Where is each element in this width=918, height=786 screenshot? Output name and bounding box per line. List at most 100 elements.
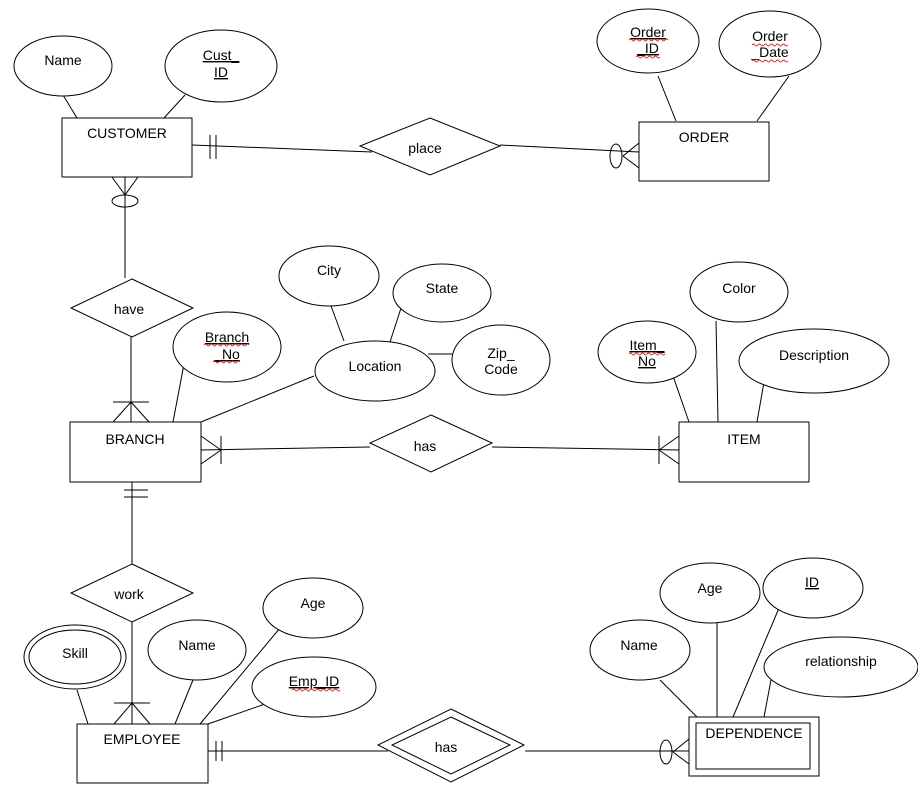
entity-branch[interactable]: BRANCH (69, 421, 202, 483)
attribute-city-label: City (317, 262, 341, 278)
edge-branch-branchno (172, 363, 185, 423)
entity-customer[interactable]: CUSTOMER (61, 117, 193, 178)
cardinality-zero-many-order (609, 142, 640, 169)
entity-employee-label: EMPLOYEE (103, 731, 180, 747)
cardinality-marks (111, 135, 690, 765)
edge-item-color (715, 320, 719, 423)
cardinality-zero-many-dependence (659, 738, 690, 765)
edge-employee-skill (76, 689, 89, 725)
edge-item-description (756, 381, 765, 423)
entity-dependence-label: DEPENDENCE (705, 725, 802, 741)
attribute-relationship-label: relationship (805, 653, 877, 669)
edge-item-itemno (671, 372, 690, 423)
cardinality-one-many-item (658, 435, 680, 465)
attribute-employee-age-label: Age (301, 595, 326, 611)
edge-has-item (491, 446, 680, 451)
attribute-branch-no[interactable]: Branch _No (172, 311, 282, 383)
attribute-employee-name-label: Name (178, 637, 216, 653)
attribute-description[interactable]: Description (738, 328, 890, 394)
attribute-city[interactable]: City (278, 245, 380, 307)
connectors (62, 75, 790, 752)
attribute-order-date[interactable]: Order _Date (718, 10, 822, 78)
cardinality-one-many-employee (113, 702, 151, 725)
edge-dependence-relationship (763, 679, 772, 718)
attribute-color-label: Color (722, 280, 756, 296)
edge-customer-name (62, 94, 78, 119)
attribute-order-id-label-1: Order (630, 24, 666, 40)
entity-order[interactable]: ORDER (638, 121, 770, 182)
attribute-zip-code-label-2: Code (484, 361, 518, 377)
edge-dependence-id (732, 607, 780, 718)
edge-branch-has (200, 446, 371, 451)
cardinality-one-employee-has (215, 741, 223, 761)
cardinality-one-customer-place (209, 135, 217, 159)
attribute-state-label: State (426, 280, 459, 296)
attribute-order-id-label-2: _ID (636, 40, 659, 56)
attribute-relationship[interactable]: relationship (763, 636, 918, 698)
attribute-emp-id[interactable]: Emp_ID (251, 656, 377, 718)
relationship-has-employee-dependence-label: has (435, 739, 458, 755)
relationship-place-label: place (408, 140, 442, 156)
attribute-customer-name-label: Name (44, 52, 82, 68)
edge-customer-custid (163, 94, 186, 119)
cardinality-one-many-branch-have (112, 401, 150, 423)
attribute-state[interactable]: State (392, 263, 492, 323)
attribute-cust-id-label-2: ID (214, 64, 228, 80)
attribute-dependent-age-label: Age (698, 580, 723, 596)
attribute-color[interactable]: Color (689, 261, 789, 323)
entity-employee[interactable]: EMPLOYEE (76, 723, 209, 784)
edge-employee-age (199, 627, 281, 725)
attribute-branch-no-label-1: Branch (205, 329, 249, 345)
attribute-dependent-id-label: ID (805, 574, 819, 590)
relationship-have-label: have (114, 301, 145, 317)
attribute-skill[interactable]: Skill (23, 624, 127, 690)
attribute-item-no-label-1: Item_ (629, 337, 664, 353)
attribute-dependent-name-label: Name (620, 637, 658, 653)
relationship-work-label: work (113, 586, 145, 602)
attribute-dependent-name[interactable]: Name (589, 619, 691, 681)
entity-customer-label: CUSTOMER (87, 125, 167, 141)
attribute-cust-id-label-1: Cust_ (203, 47, 240, 63)
attribute-location-label: Location (349, 358, 402, 374)
relationship-has-branch-item-label: has (414, 438, 437, 454)
cardinality-zero-many-customer (111, 176, 139, 208)
edge-employee-empid (207, 703, 266, 725)
attribute-order-date-label-2: _Date (750, 44, 789, 60)
edge-location-city (330, 305, 345, 342)
edge-customer-place (191, 144, 373, 153)
attribute-employee-name[interactable]: Name (147, 619, 247, 681)
attribute-item-no[interactable]: Item_ No (597, 320, 697, 384)
attribute-order-date-label-1: Order (752, 28, 788, 44)
attribute-order-id[interactable]: Order _ID (596, 8, 700, 74)
relationship-place[interactable]: place (358, 117, 502, 176)
edge-location-state (389, 304, 403, 343)
attribute-dependent-id[interactable]: ID (762, 557, 864, 619)
relationship-has-employee-dependence[interactable]: has (376, 708, 526, 783)
entity-dependence[interactable]: DEPENDENCE (688, 716, 820, 777)
relationship-has-branch-item[interactable]: has (368, 414, 494, 473)
edge-branch-location (200, 375, 315, 423)
entity-item[interactable]: ITEM (678, 421, 810, 483)
attribute-dependent-age[interactable]: Age (659, 562, 761, 624)
attribute-branch-no-label-2: _No (213, 346, 240, 362)
relationship-work[interactable]: work (69, 563, 195, 623)
attribute-skill-label: Skill (62, 645, 88, 661)
entity-order-label: ORDER (679, 129, 730, 145)
attribute-cust-id[interactable]: Cust_ ID (164, 29, 278, 103)
attribute-customer-name[interactable]: Name (13, 35, 113, 97)
edge-order-orderid (657, 75, 677, 122)
attribute-item-no-label-2: No (638, 353, 656, 369)
cardinality-one-branch-work (124, 489, 148, 498)
attribute-location[interactable]: Location (314, 340, 436, 402)
relationship-have[interactable]: have (69, 278, 195, 338)
entity-branch-label: BRANCH (105, 431, 164, 447)
attribute-zip-code[interactable]: Zip_ Code (451, 324, 551, 396)
attribute-description-label: Description (779, 347, 849, 363)
attribute-employee-age[interactable]: Age (262, 577, 364, 639)
cardinality-one-many-branch-has (200, 435, 222, 465)
attribute-emp-id-label: Emp_ID (289, 673, 340, 689)
entity-item-label: ITEM (727, 431, 760, 447)
edge-dependence-name (659, 679, 698, 718)
attribute-zip-code-label-1: Zip_ (487, 345, 514, 361)
